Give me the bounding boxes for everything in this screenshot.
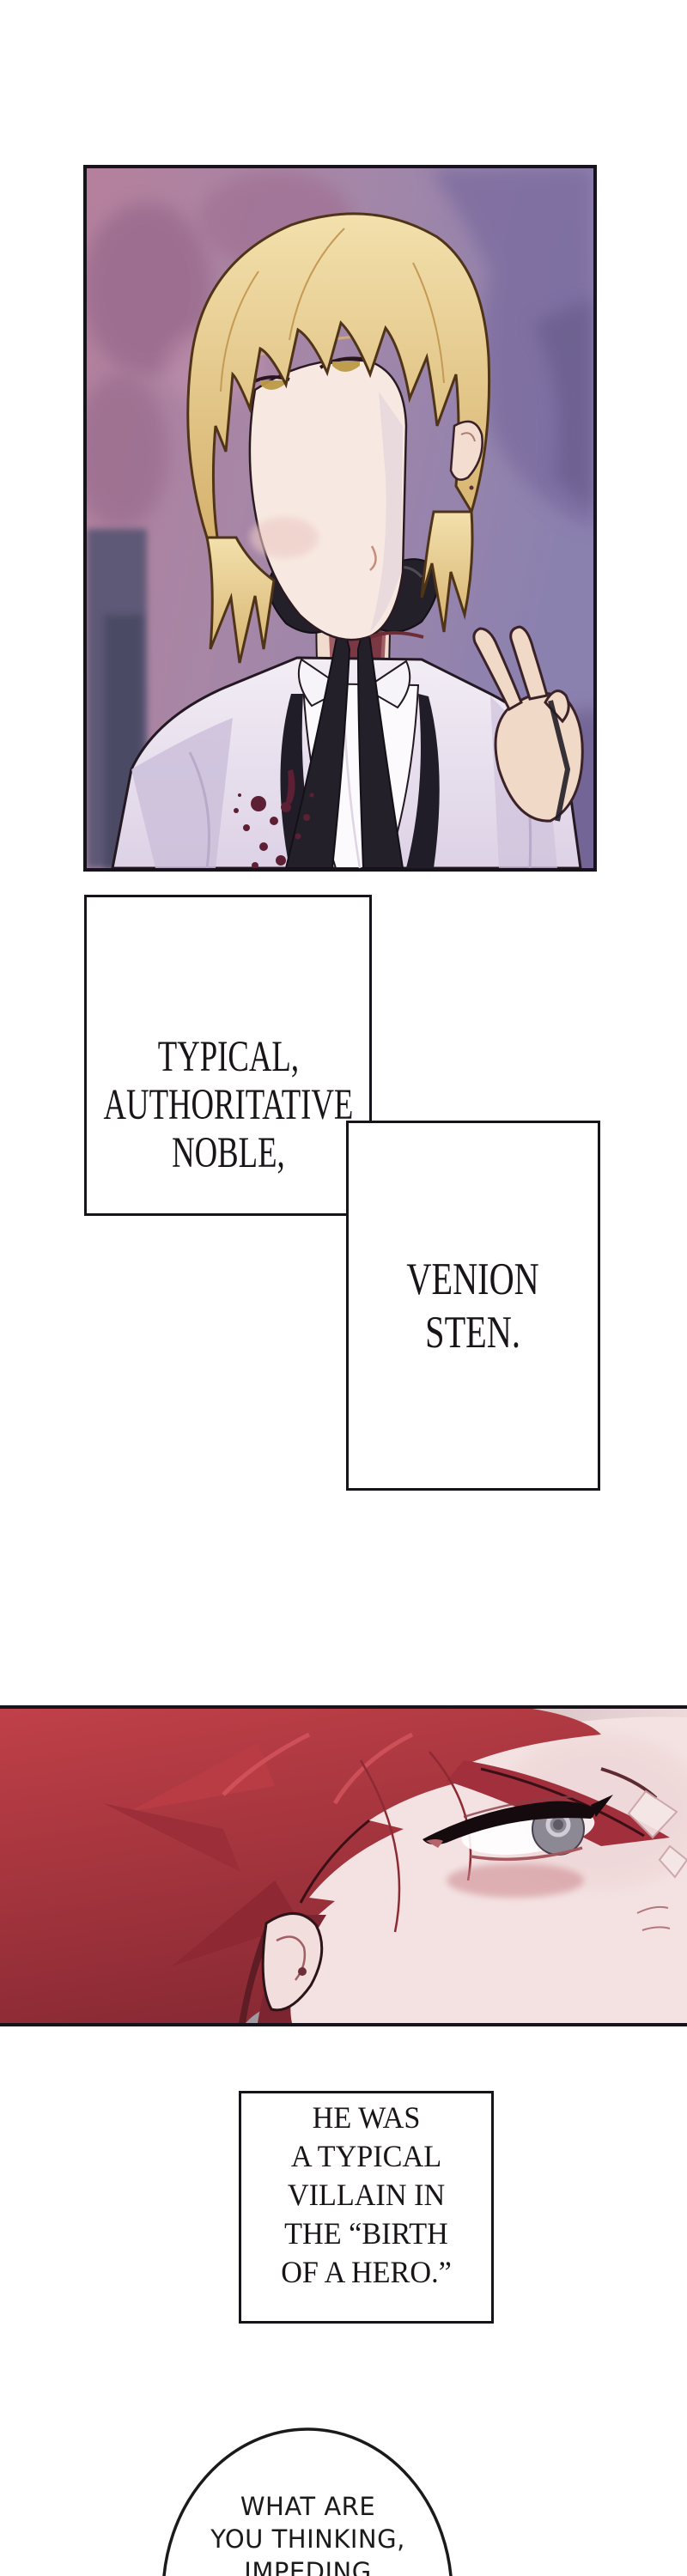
speech-line: YOU THINKING,	[210, 2524, 405, 2554]
narration-line: VILLAIN IN	[287, 2178, 446, 2212]
narration-text: VENION STEN.	[407, 1253, 539, 1359]
narration-text: TYPICAL, AUTHORITATIVE NOBLE,	[103, 1033, 353, 1177]
narration-line: HE WAS	[312, 2100, 421, 2135]
narration-line: NOBLE,	[171, 1129, 285, 1177]
narration-text: HE WAS A TYPICAL VILLAIN IN THE “BIRTH O…	[281, 2099, 452, 2292]
speech-bubble-outline	[162, 2427, 453, 2576]
narration-box-birth-of-a-hero: HE WAS A TYPICAL VILLAIN IN THE “BIRTH O…	[239, 2091, 494, 2324]
speech-bubble: WHAT ARE YOU THINKING, IMPEDING	[160, 2427, 456, 2576]
narration-line: THE “BIRTH	[284, 2216, 448, 2251]
speech-text: WHAT ARE YOU THINKING, IMPEDING	[160, 2490, 456, 2576]
narration-box-typical-noble: TYPICAL, AUTHORITATIVE NOBLE,	[84, 895, 372, 1216]
narration-line: A TYPICAL	[290, 2139, 442, 2173]
speech-line: IMPEDING	[244, 2557, 372, 2576]
blood-splatter	[234, 769, 314, 868]
panel-blond-noble	[83, 165, 597, 872]
narration-line: VENION	[406, 1254, 540, 1304]
panel-redhead-closeup	[0, 1705, 687, 2026]
grey-eye	[423, 1795, 613, 1898]
narration-line: TYPICAL,	[157, 1033, 299, 1081]
narration-line: AUTHORITATIVE	[103, 1081, 353, 1129]
narration-line: OF A HERO.”	[281, 2255, 452, 2289]
narration-box-venion-sten: VENION STEN.	[346, 1121, 600, 1491]
panel-blond-noble-illustration	[87, 168, 593, 868]
panel-redhead-illustration	[0, 1709, 687, 2023]
narration-line: STEN.	[425, 1307, 521, 1358]
speech-line: WHAT ARE	[240, 2492, 376, 2521]
